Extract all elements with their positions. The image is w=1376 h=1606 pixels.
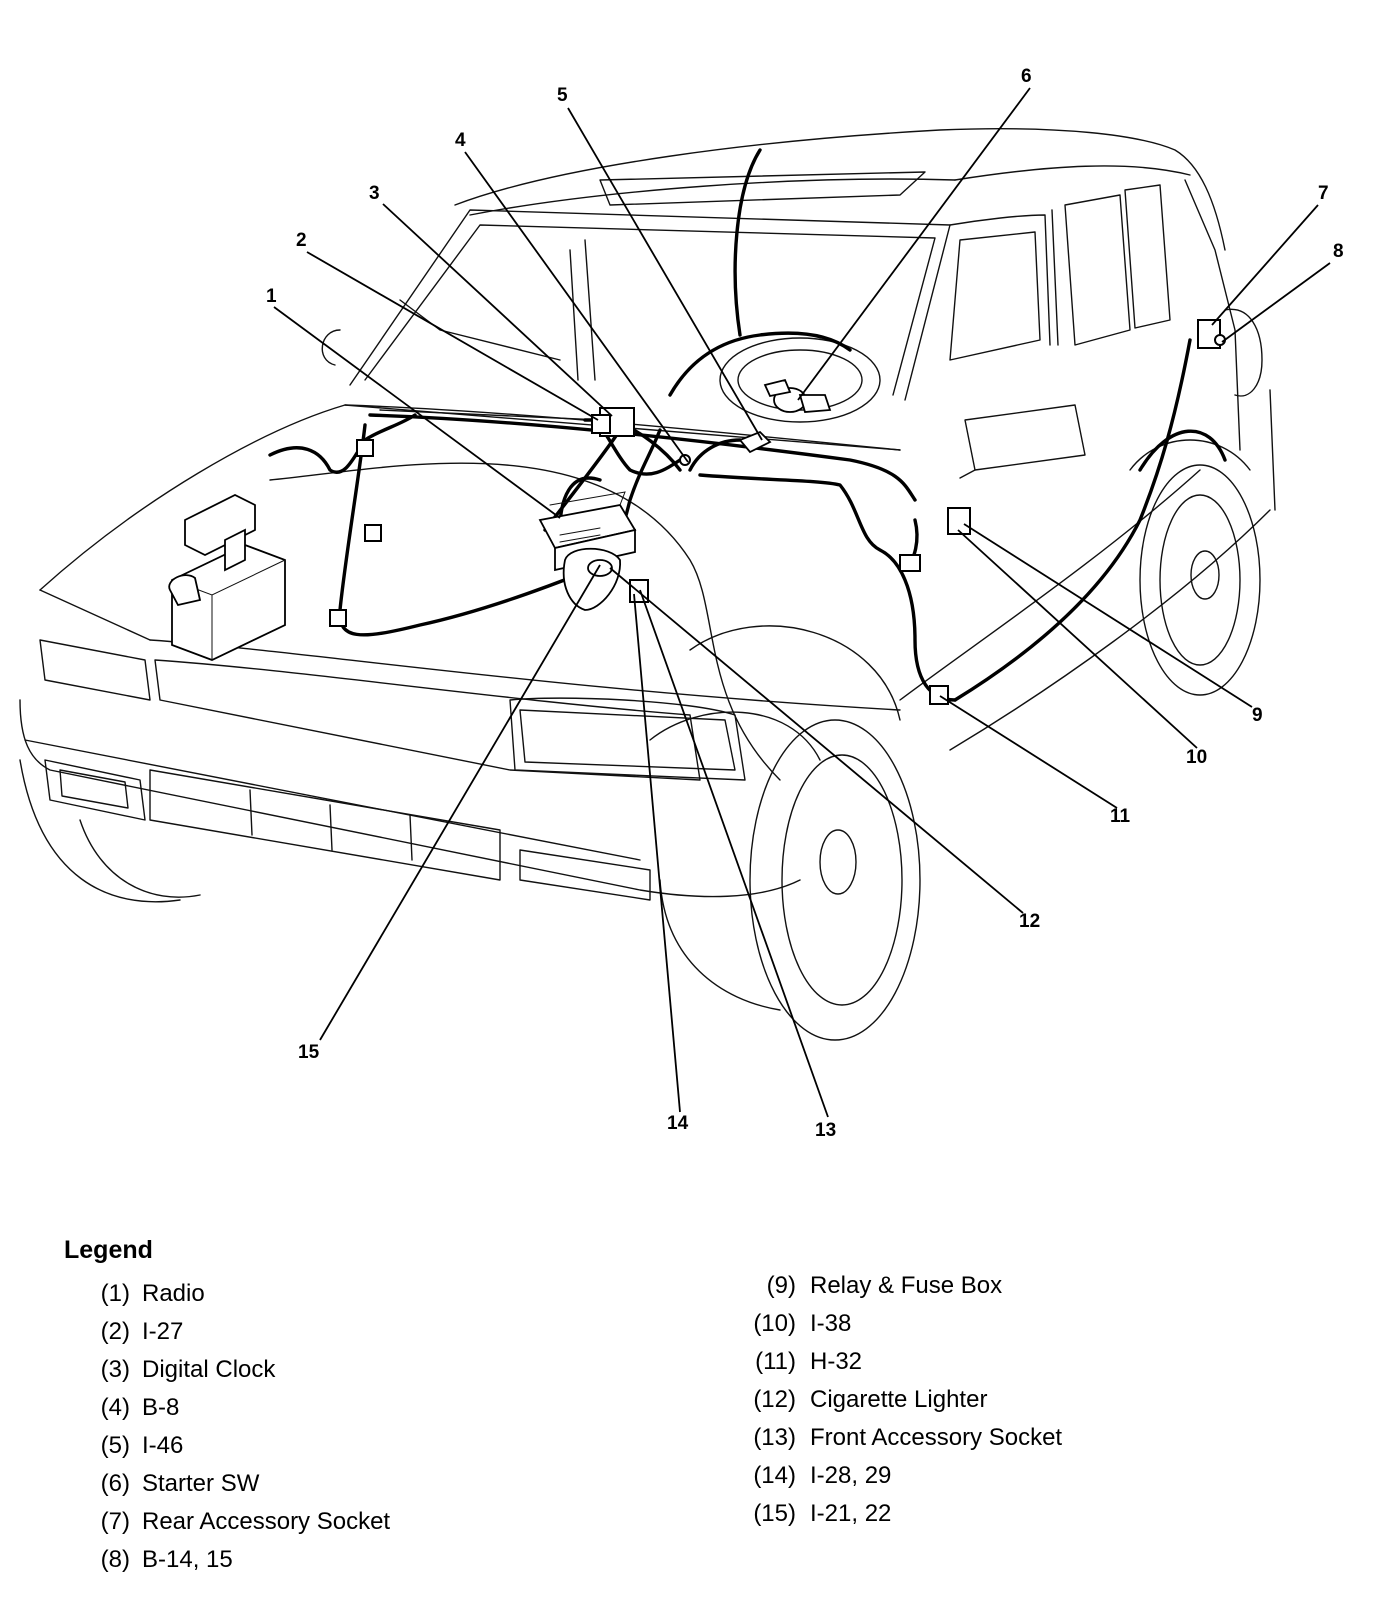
callout-5: 5 — [557, 85, 568, 106]
front-accessory-socket-icon — [629, 579, 649, 603]
leader-lines — [273, 87, 1331, 1118]
vehicle-outline — [19, 128, 1276, 1041]
callout-6: 6 — [1021, 66, 1032, 87]
legend-key: (2) — [100, 1318, 130, 1345]
relay-fuse-box-icon — [947, 507, 971, 535]
connector-icon — [738, 430, 772, 454]
legend-label: Digital Clock — [142, 1356, 276, 1383]
wiring-diagram: 1 2 3 4 5 6 7 8 9 10 11 12 13 14 15 — [19, 66, 1344, 1141]
legend-key: (4) — [100, 1394, 130, 1421]
legend-label: H-32 — [810, 1348, 863, 1375]
callout-10: 10 — [1186, 747, 1207, 768]
callout-1: 1 — [266, 286, 277, 307]
connector-icon — [929, 685, 949, 705]
callout-8: 8 — [1333, 241, 1344, 262]
legend-key: (15) — [753, 1500, 796, 1527]
legend-label: Rear Accessory Socket — [142, 1508, 391, 1535]
legend-key: (11) — [755, 1348, 796, 1375]
legend-key: (9) — [766, 1272, 796, 1299]
starter-switch-icon — [763, 378, 832, 413]
vehicle-wiring-illustration: 1 2 3 4 5 6 7 8 9 10 11 12 13 14 15 — [19, 66, 1344, 1141]
callout-15: 15 — [298, 1042, 320, 1063]
callout-7: 7 — [1318, 183, 1329, 204]
legend-label: Front Accessory Socket — [810, 1424, 1063, 1451]
callout-3: 3 — [369, 183, 380, 204]
legend-label: Relay & Fuse Box — [810, 1272, 1003, 1299]
legend-key: (12) — [753, 1386, 796, 1413]
callout-12: 12 — [1019, 911, 1040, 932]
legend-key: (10) — [753, 1310, 796, 1337]
legend-key: (1) — [100, 1280, 130, 1307]
legend-label: Cigarette Lighter — [810, 1386, 988, 1413]
legend-label: I-27 — [142, 1318, 184, 1345]
callout-2: 2 — [296, 230, 307, 251]
connector-icon — [364, 524, 382, 542]
legend-label: Starter SW — [142, 1470, 260, 1497]
legend-key: (5) — [100, 1432, 130, 1459]
legend-label: Radio — [142, 1280, 205, 1307]
connector-icon — [356, 439, 374, 457]
wire-harness — [268, 148, 1227, 702]
legend-key: (7) — [100, 1508, 130, 1535]
callout-11: 11 — [1110, 806, 1131, 827]
callout-13: 13 — [815, 1120, 836, 1141]
connector-icon — [329, 609, 347, 627]
legend-label: I-46 — [142, 1432, 184, 1459]
connector-icon — [899, 554, 921, 572]
legend-key: (3) — [100, 1356, 130, 1383]
legend-label: B-14, 15 — [142, 1546, 233, 1573]
legend-title: Legend — [64, 1236, 153, 1264]
digital-clock-icon — [599, 407, 635, 437]
legend-label: B-8 — [142, 1394, 180, 1421]
legend-key: (6) — [100, 1470, 130, 1497]
connector-icon — [679, 454, 691, 466]
legend-key: (8) — [100, 1546, 130, 1573]
components — [329, 319, 1226, 705]
callout-4: 4 — [455, 130, 466, 151]
callout-14: 14 — [667, 1113, 689, 1134]
legend-key: (14) — [753, 1462, 796, 1489]
legend-label: I-38 — [810, 1310, 852, 1337]
legend: Legend (1) Radio (2) I-27 (3) Digital Cl… — [0, 1236, 1376, 1606]
callout-numbers: 1 2 3 4 5 6 7 8 9 10 11 12 13 14 15 — [266, 66, 1344, 1141]
legend-label: I-28, 29 — [810, 1462, 892, 1489]
legend-label: I-21, 22 — [810, 1500, 892, 1527]
legend-key: (13) — [753, 1424, 796, 1451]
callout-9: 9 — [1252, 705, 1263, 726]
